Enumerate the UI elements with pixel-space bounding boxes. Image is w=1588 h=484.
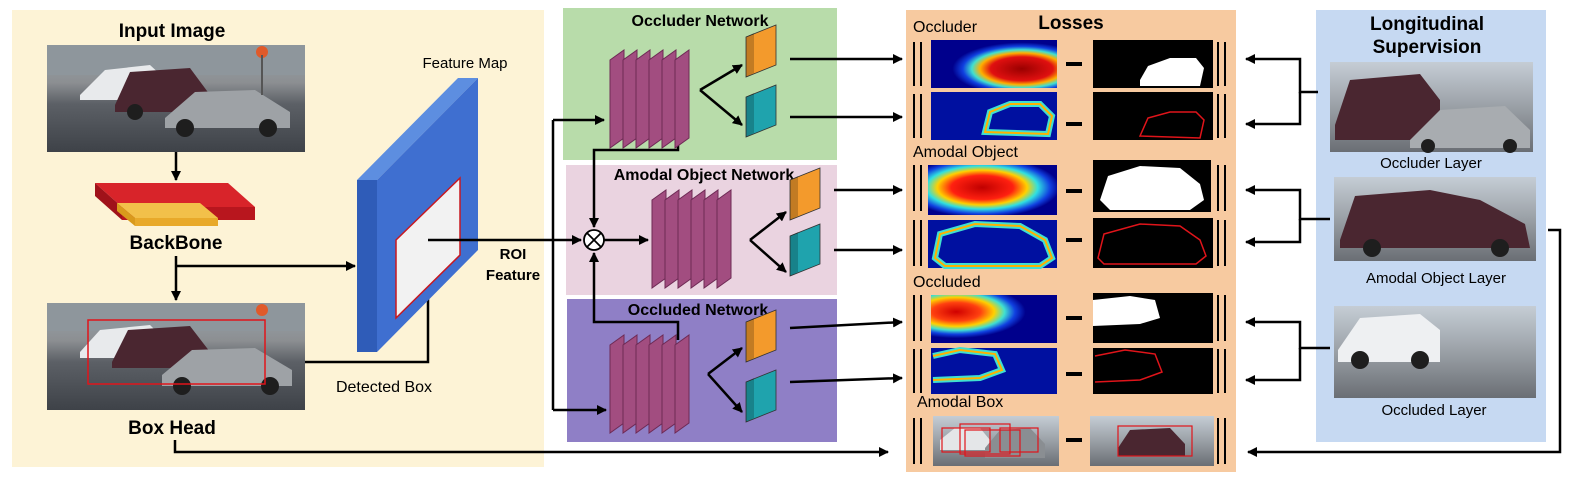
roi-label: ROI xyxy=(500,246,527,263)
detected-box-outline xyxy=(87,319,266,385)
conv-layer xyxy=(635,334,651,434)
supervision-arrows xyxy=(1245,54,1562,457)
box-head-photo xyxy=(47,303,305,410)
supervision-title-line1: Longitudinal xyxy=(1370,14,1484,35)
amodal-mask-head xyxy=(789,167,821,221)
occluded-layer-photo xyxy=(1334,306,1536,398)
loss-occluder-mask-row xyxy=(931,40,1213,88)
loss-minus-signs xyxy=(1066,62,1082,442)
backbone-label: BackBone xyxy=(130,233,223,254)
network-heads xyxy=(745,24,821,423)
conv-layer xyxy=(677,189,693,289)
head-split-arrows xyxy=(699,63,787,413)
conv-layer xyxy=(609,334,625,434)
loss-occluder-label: Occluder xyxy=(913,19,978,36)
feature-map xyxy=(357,78,478,352)
conv-layer xyxy=(716,189,732,289)
norm-bars xyxy=(913,42,1226,464)
amodal-object-network-title: Amodal Object Network xyxy=(614,167,795,184)
conv-layer xyxy=(674,334,690,434)
supervision-title-line2: Supervision xyxy=(1373,37,1482,58)
input-image-title: Input Image xyxy=(119,21,226,42)
roi-feature-label: Feature xyxy=(486,267,540,284)
conv-layer xyxy=(609,49,625,149)
box-head-label: Box Head xyxy=(128,418,216,439)
loss-occluder-boundary-row xyxy=(931,92,1213,140)
conv-layer xyxy=(674,49,690,149)
occluder-network-title: Occluder Network xyxy=(632,13,769,30)
loss-occluded-boundary-row xyxy=(931,346,1213,394)
feature-map-label: Feature Map xyxy=(422,55,507,72)
conv-layer xyxy=(648,49,664,149)
conv-layer xyxy=(703,189,719,289)
occluder-boundary-head xyxy=(745,84,777,138)
conv-layer-stacks xyxy=(609,49,732,434)
loss-amodal-object-label: Amodal Object xyxy=(913,144,1018,161)
occluder-layer-label: Occluder Layer xyxy=(1380,155,1482,172)
occluder-network-panel xyxy=(563,8,837,160)
loss-amodal-box-row xyxy=(933,416,1214,466)
conv-layer xyxy=(690,189,706,289)
conv-layer xyxy=(651,189,667,289)
amodal-boundary-head xyxy=(789,223,821,277)
conv-layer xyxy=(661,334,677,434)
conv-layer xyxy=(661,49,677,149)
conv-layer xyxy=(664,189,680,289)
occluded-layer-label: Occluded Layer xyxy=(1381,402,1486,419)
occluded-network-title: Occluded Network xyxy=(628,302,769,319)
arrow-occluded-to-multiply xyxy=(589,252,680,340)
loss-amodal-box-label: Amodal Box xyxy=(917,394,1003,411)
conv-layer xyxy=(622,334,638,434)
amodal-object-layer-label: Amodal Object Layer xyxy=(1366,270,1506,287)
occluded-mask-head xyxy=(745,309,777,363)
loss-occluded-mask-row xyxy=(931,293,1213,343)
occluder-mask-head xyxy=(745,24,777,78)
loss-amodal-mask-row xyxy=(928,160,1211,215)
arrow-boxhead-to-amodal-box-loss xyxy=(173,440,889,457)
occluded-network-panel xyxy=(567,299,837,442)
detected-box-label: Detected Box xyxy=(336,379,432,396)
conv-layer xyxy=(648,334,664,434)
occluder-layer-photo xyxy=(1330,62,1533,153)
roi-region xyxy=(395,176,461,320)
backbone-block xyxy=(95,183,255,226)
multiply-node xyxy=(583,229,605,251)
conv-layer xyxy=(622,49,638,149)
occluded-boundary-head xyxy=(745,369,777,423)
arrow-detected-box xyxy=(305,271,433,364)
loss-amodal-boundary-row xyxy=(928,218,1213,269)
loss-occluded-label: Occluded xyxy=(913,274,981,291)
head-to-loss-arrows xyxy=(789,54,903,384)
amodal-object-layer-photo xyxy=(1334,177,1536,261)
conv-layer xyxy=(635,49,651,149)
losses-title: Losses xyxy=(1038,13,1103,34)
input-image-photo xyxy=(47,45,305,152)
